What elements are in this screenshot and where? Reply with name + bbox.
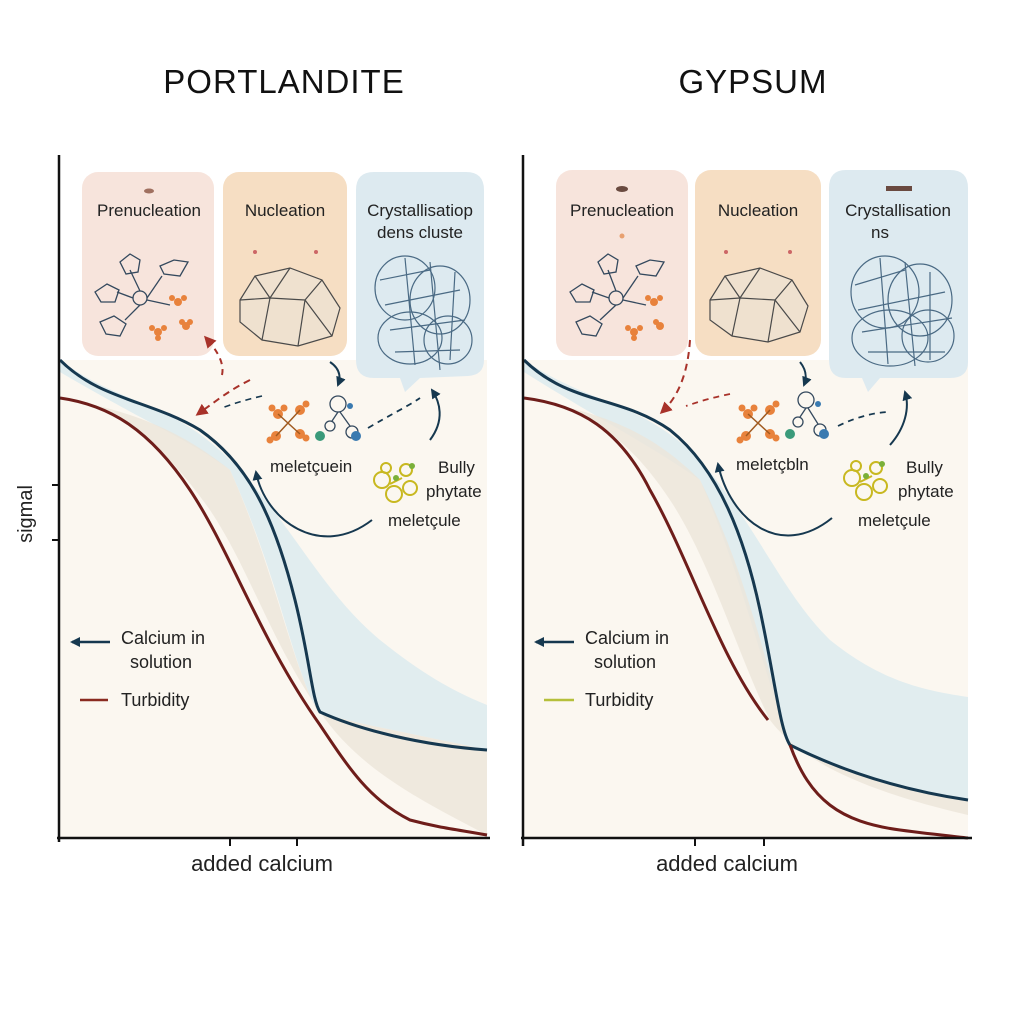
arrow-icon [659,339,691,415]
stage-prenucleation: Prenucleation [82,172,214,356]
legend-turbidity-label: Turbidity [121,690,189,710]
arrow-icon [429,388,441,441]
panel-portlandite: PORTLANDITE added calcium sigmal Calcium… [15,63,490,876]
turbidity-curve [788,744,969,840]
legend-calcium-label-2: solution [130,652,192,672]
x-axis-label: added calcium [656,851,798,876]
y-axis-label: sigmal [15,485,37,543]
turbidity-band [60,398,487,835]
crystal-icon [239,267,341,347]
arrow-icon [252,470,373,538]
calcium-curve [522,358,969,802]
stage-nucleation: Nucleation [695,170,821,356]
calcium-band [524,360,968,800]
stage-crystallisation: Crystallisatiop dens cluste [356,172,484,392]
crystallisation-box [829,170,968,392]
molecule-icon [569,253,666,337]
legend-calcium-label: Calcium in [585,628,669,648]
crystal-icon [709,267,809,343]
stage-nucleation: Nucleation [223,172,347,356]
legend-calcium-label-2: solution [594,652,656,672]
molecule-icon [94,253,190,337]
arrow-icon [221,395,263,409]
arrow-icon [367,397,421,429]
stage-label: Crystallisatiop [367,201,473,220]
stage-label: Nucleation [718,201,798,220]
arrow-icon [799,361,812,387]
arrow-icon [685,393,731,407]
stage-prenucleation: Prenucleation [556,170,688,356]
cluster-icon [374,255,473,371]
calcium-band [60,360,487,750]
stage-label-2: ns [871,223,889,242]
phytate-label: phytate [426,482,482,501]
phytate-label: phytate [898,482,954,501]
molecule-icon [625,295,664,341]
turbidity-curve [59,396,488,837]
molecule-icon [149,295,193,341]
panel-title: PORTLANDITE [163,63,404,100]
molecule-label-2: meletçule [858,511,931,530]
molecule-label-2: meletçule [388,511,461,530]
arrow-icon [889,390,913,446]
prenucleation-box [82,172,214,356]
molecule-icon [736,391,829,444]
prenucleation-box [556,170,688,356]
stage-label: Prenucleation [570,201,674,220]
turbidity-band [524,398,968,815]
crystallisation-box [356,172,484,392]
stage-label-2: dens cluste [377,223,463,242]
bully-label: Bully [906,458,943,477]
stage-crystallisation: Crystallisation ns [829,170,968,392]
stage-label: Nucleation [245,201,325,220]
legend: Calcium in solution Turbidity [534,628,669,710]
molecule-label: meletçbln [736,455,809,474]
arrow-icon [203,335,224,376]
phytate-molecule-icon [843,460,888,501]
molecule-label: meletçuein [270,457,352,476]
arrow-icon [534,637,544,647]
cluster-icon [850,255,955,367]
calcium-curve [58,358,488,752]
arrow-icon [837,411,891,427]
arrow-icon [195,379,251,416]
x-axis-label: added calcium [191,851,333,876]
legend: Calcium in solution Turbidity [70,628,205,710]
panel-gypsum: GYPSUM added calcium Calcium in solution… [521,63,972,876]
stage-label: Crystallisation [845,201,951,220]
molecule-icon [266,395,361,444]
turbidity-curve [523,396,770,721]
legend-calcium-label: Calcium in [121,628,205,648]
legend-turbidity-label: Turbidity [585,690,653,710]
stage-label: Prenucleation [97,201,201,220]
phytate-molecule-icon [373,462,418,503]
arrow-icon [70,637,80,647]
arrow-icon [714,462,833,537]
arrow-icon [329,361,346,387]
panel-title: GYPSUM [678,63,827,100]
bully-label: Bully [438,458,475,477]
